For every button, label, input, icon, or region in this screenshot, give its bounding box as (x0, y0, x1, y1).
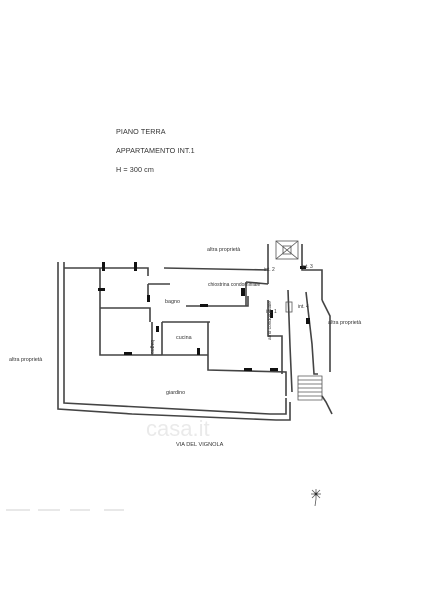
label-altra-proprieta-left: altra proprietà (9, 357, 42, 363)
label-chiostrina: chiostrina condominiale (208, 282, 260, 288)
label-altra-proprieta-right: altra proprietà (328, 320, 361, 326)
label-bagno-1: bagno (165, 299, 180, 305)
label-int-4: int. 4 (298, 304, 309, 310)
label-cucina: cucina (176, 335, 192, 341)
condo-corridor (285, 289, 331, 393)
label-bagno-2: bagno (149, 340, 155, 354)
label-via-del-vignola: VIA DEL VIGNOLA (176, 442, 224, 448)
entrance-steps (297, 375, 333, 415)
outer-boundary (57, 262, 291, 421)
door-markers (98, 262, 310, 371)
unit-title: APPARTAMENTO INT.1 (116, 146, 195, 155)
label-int-1: int. 1 (266, 309, 277, 315)
height-label: H = 300 cm (116, 165, 154, 174)
stairwell (267, 240, 323, 300)
floor-title: PIANO TERRA (116, 127, 166, 136)
label-int-2: int. 2 (264, 267, 275, 273)
watermark-logo: casa.it (146, 416, 210, 441)
label-giardino: giardino (166, 390, 185, 396)
label-int-3: int. 3 (302, 264, 313, 270)
north-arrow-icon (311, 489, 321, 507)
label-atrio-condominiale: atrio condominiale (267, 301, 273, 340)
label-altra-proprieta-top: altra proprietà (207, 247, 240, 253)
